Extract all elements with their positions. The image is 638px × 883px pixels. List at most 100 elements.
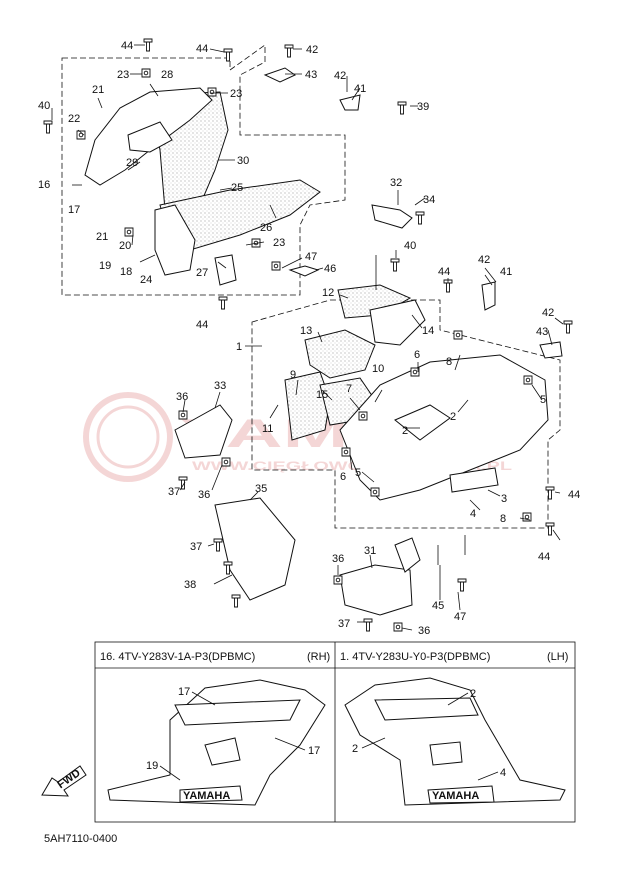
lh-callout-2: 2 xyxy=(470,688,476,700)
callout-41: 41 xyxy=(354,83,366,95)
callout-26: 26 xyxy=(260,222,272,234)
callout-46: 46 xyxy=(324,263,336,275)
callout-28: 28 xyxy=(161,69,173,81)
callout-5: 5 xyxy=(540,394,546,406)
under-panel-35 xyxy=(214,497,296,601)
callout-37: 37 xyxy=(338,618,350,630)
callout-27: 27 xyxy=(196,267,208,279)
callout-37: 37 xyxy=(190,541,202,553)
callout-41: 41 xyxy=(500,266,512,278)
callout-21: 21 xyxy=(92,84,104,96)
callout-19: 19 xyxy=(99,260,111,272)
callout-47: 47 xyxy=(454,611,466,623)
callout-33: 33 xyxy=(214,380,226,392)
document-code: 5AH7110-0400 xyxy=(44,833,117,845)
callout-42: 42 xyxy=(306,44,318,56)
callout-25: 25 xyxy=(231,182,243,194)
callout-39: 39 xyxy=(417,101,429,113)
callout-42: 42 xyxy=(478,254,490,266)
callout-23: 23 xyxy=(273,237,285,249)
callout-32: 32 xyxy=(390,177,402,189)
lh-cowl xyxy=(344,677,566,806)
inset-rh-title: 16. 4TV-Y283V-1A-P3(DPBMC) xyxy=(100,651,255,663)
callout-35: 35 xyxy=(255,483,267,495)
callout-36: 36 xyxy=(176,391,188,403)
under-panel-33 xyxy=(174,404,233,459)
inset-lh-side: (LH) xyxy=(547,651,568,663)
callout-20: 20 xyxy=(119,240,131,252)
bracket-32 xyxy=(371,204,413,229)
callout-38: 38 xyxy=(184,579,196,591)
callout-8: 8 xyxy=(500,513,506,525)
rh-callout-17: 17 xyxy=(308,745,320,757)
lower-bracket-24 xyxy=(154,204,196,276)
callout-17: 17 xyxy=(68,204,80,216)
callout-18: 18 xyxy=(120,266,132,278)
lh-vent xyxy=(429,741,463,766)
bracket-27 xyxy=(214,254,237,286)
callout-9: 9 xyxy=(290,369,296,381)
callout-43: 43 xyxy=(305,69,317,81)
bracket-41b xyxy=(481,281,496,311)
inset-rh-side: (RH) xyxy=(307,651,330,663)
callout-3: 3 xyxy=(501,493,507,505)
panel-13 xyxy=(304,329,376,379)
lh-stripe xyxy=(374,697,479,721)
bracket-41a xyxy=(339,94,361,111)
fwd-arrow-icon: FWD xyxy=(41,765,87,797)
callout-4: 4 xyxy=(470,508,476,520)
callout-42: 42 xyxy=(334,70,346,82)
callout-23: 23 xyxy=(230,88,242,100)
callout-6: 6 xyxy=(414,349,420,361)
upper-group-box xyxy=(61,44,346,296)
callout-45: 45 xyxy=(432,600,444,612)
callout-36: 36 xyxy=(198,489,210,501)
callout-29: 29 xyxy=(126,157,138,169)
callout-14: 14 xyxy=(422,325,434,337)
callout-37: 37 xyxy=(168,486,180,498)
rh-stripe xyxy=(174,699,301,726)
inset-lh-title: 1. 4TV-Y283U-Y0-P3(DPBMC) xyxy=(340,651,490,663)
yamaha-decal-3 xyxy=(449,467,499,493)
bracket-31 xyxy=(339,564,413,616)
callout-42: 42 xyxy=(542,307,554,319)
callout-40: 40 xyxy=(38,100,50,112)
callout-16: 16 xyxy=(38,179,50,191)
callout-34: 34 xyxy=(423,194,435,206)
inset-panel: 16. 4TV-Y283V-1A-P3(DPBMC) (RH) 1. 4TV-Y… xyxy=(94,641,576,823)
callout-40: 40 xyxy=(404,240,416,252)
lh-callout-4: 4 xyxy=(500,767,506,779)
rh-callout-17: 17 xyxy=(178,686,190,698)
rh-logo-box xyxy=(179,785,243,803)
callout-47: 47 xyxy=(305,251,317,263)
lower-group-box xyxy=(251,299,561,529)
callout-44: 44 xyxy=(196,319,208,331)
upper-cowling-assembly xyxy=(84,67,413,286)
callout-31: 31 xyxy=(364,545,376,557)
callout-2: 2 xyxy=(450,411,456,423)
bracket-31b xyxy=(394,537,421,573)
lh-logo: YAMAHA xyxy=(432,790,479,802)
callout-1: 1 xyxy=(236,341,242,353)
callout-36: 36 xyxy=(332,553,344,565)
callout-21: 21 xyxy=(96,231,108,243)
callout-8: 8 xyxy=(446,356,452,368)
lh-logo-box xyxy=(427,785,495,804)
callout-43: 43 xyxy=(536,326,548,338)
cowl-vent xyxy=(394,404,451,441)
callout-2: 2 xyxy=(402,425,408,437)
callout-36: 36 xyxy=(418,625,430,637)
bracket-43b xyxy=(539,341,563,359)
callout-22: 22 xyxy=(68,113,80,125)
callout-11: 11 xyxy=(262,423,273,435)
callout-12: 12 xyxy=(322,287,334,299)
side-cowl-lh xyxy=(339,354,549,501)
callout-labels: 44 44 44 44 44 44 42 42 42 42 43 43 41 4… xyxy=(38,40,580,637)
bracket-43a xyxy=(263,67,296,83)
leader-lines xyxy=(51,44,564,631)
clip-46 xyxy=(288,265,320,277)
lower-cowling-assembly xyxy=(174,281,563,616)
callout-5: 5 xyxy=(355,467,361,479)
callout-44: 44 xyxy=(538,551,550,563)
panel-9 xyxy=(284,371,331,441)
